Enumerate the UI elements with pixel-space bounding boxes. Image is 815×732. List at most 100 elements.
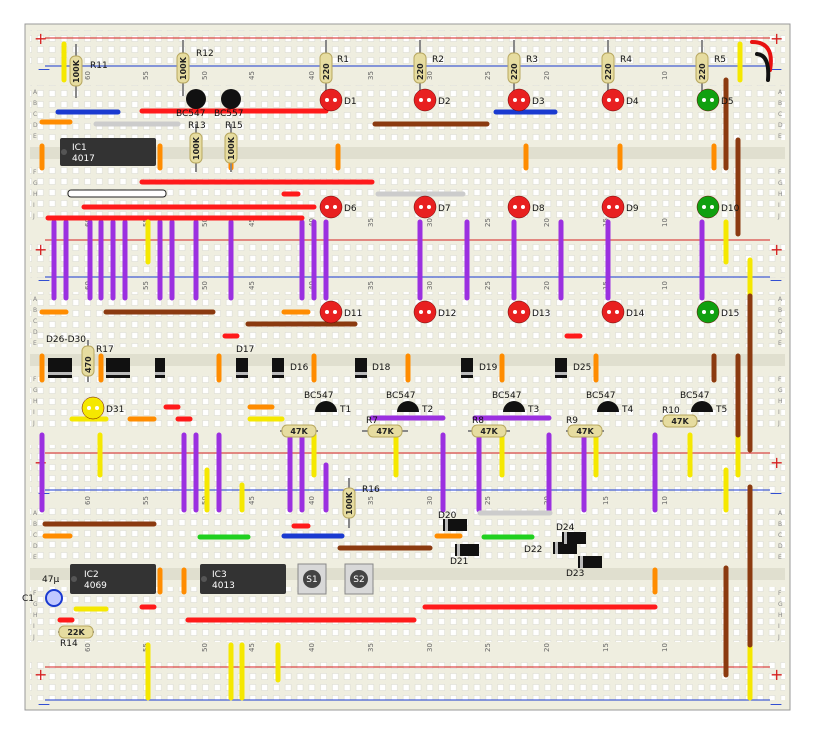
- transistor-name: T3: [527, 405, 539, 415]
- column-number: 25: [484, 496, 492, 505]
- switch-s2: S2: [344, 563, 374, 595]
- led-label: D12: [438, 309, 456, 319]
- resistor-value: 47K: [480, 427, 498, 436]
- transistor-name: T2: [421, 405, 433, 415]
- small-transistor-2-type: BC557: [214, 109, 243, 119]
- resistor-value: 220: [510, 63, 519, 80]
- ic-ic3: IC3 4013: [200, 564, 286, 594]
- row-letter: J: [32, 213, 35, 220]
- diode-label: D16: [290, 363, 309, 373]
- rail-symbols: + + + + + + + +: [34, 29, 783, 684]
- row-letter: F: [33, 169, 37, 176]
- diode-label: D24: [556, 523, 575, 533]
- column-number: 45: [248, 281, 256, 290]
- rail-minus-symbols: — — — — — — — —: [38, 62, 782, 711]
- resistor-value: 100K: [227, 136, 236, 160]
- resistor-value: 47K: [671, 417, 689, 426]
- diode-group-label: D26-D30: [46, 335, 86, 345]
- resistor-value: 470: [84, 356, 93, 373]
- column-number: 50: [201, 218, 209, 227]
- column-number: 50: [201, 71, 209, 80]
- transistor-name: T5: [715, 405, 727, 415]
- resistor-name: R10: [662, 406, 680, 416]
- led-label: D15: [721, 309, 739, 319]
- led-label: D31: [106, 405, 124, 415]
- row-letter: A: [33, 89, 38, 96]
- row-letter: D: [33, 543, 38, 550]
- resistor-name: R13: [188, 121, 206, 131]
- row-letter: F: [33, 376, 37, 383]
- row-letter: H: [778, 612, 783, 619]
- ic1-id: IC1: [72, 143, 87, 153]
- resistor-name: R16: [362, 485, 380, 495]
- row-letter: F: [778, 376, 782, 383]
- power-rails: [45, 37, 770, 701]
- row-letter: A: [778, 296, 783, 303]
- row-letter: G: [778, 387, 783, 394]
- row-letter: D: [33, 122, 38, 129]
- resistor-name: R17: [96, 345, 114, 355]
- led-label: D8: [532, 204, 545, 214]
- led-d6: D6: [319, 195, 357, 219]
- row-letter: E: [778, 340, 782, 347]
- column-number: 35: [367, 643, 375, 652]
- diode-label: D19: [479, 363, 498, 373]
- small-transistor-1-type: BC547: [176, 109, 205, 119]
- jumper-wires: [39, 40, 773, 701]
- resistor: 220 R4: [601, 40, 632, 96]
- row-letter: C: [33, 532, 37, 539]
- column-number: 60: [84, 643, 92, 652]
- column-number: 50: [201, 281, 209, 290]
- row-letter: C: [33, 111, 37, 118]
- transistor-name: T4: [621, 405, 633, 415]
- led-label: D2: [438, 97, 451, 107]
- row-letter: C: [778, 532, 782, 539]
- led-label: D9: [626, 204, 639, 214]
- column-number: 20: [543, 281, 551, 290]
- minus-symbol: —: [38, 697, 50, 711]
- resistor: 220 R3: [507, 40, 538, 96]
- diode-d17: D17: [236, 345, 254, 378]
- plus-symbol: +: [34, 29, 47, 48]
- column-number: 10: [661, 71, 669, 80]
- resistor-name: R3: [526, 55, 538, 65]
- column-number: 20: [543, 218, 551, 227]
- plus-symbol: +: [770, 665, 783, 684]
- row-letter: D: [778, 329, 783, 336]
- transistor-type: BC547: [492, 391, 521, 401]
- capacitor-value: 47µ: [42, 575, 59, 585]
- led-label: D4: [626, 97, 639, 107]
- row-letter: C: [778, 318, 782, 325]
- resistor-name: R4: [620, 55, 632, 65]
- row-letter: J: [777, 420, 780, 427]
- row-letter: H: [33, 398, 38, 405]
- column-number: 45: [248, 71, 256, 80]
- resistor-name: R14: [60, 639, 78, 649]
- column-number: 35: [367, 281, 375, 290]
- resistor-name: R2: [432, 55, 444, 65]
- row-letter: E: [33, 340, 37, 347]
- row-letter: A: [33, 510, 38, 517]
- resistor-value: 220: [322, 63, 331, 80]
- resistor-name: R8: [472, 416, 484, 426]
- minus-symbol: —: [38, 62, 50, 76]
- row-letter: G: [778, 601, 783, 608]
- column-number: 20: [543, 71, 551, 80]
- minus-symbol: —: [770, 62, 782, 76]
- resistor-name: R11: [90, 61, 108, 71]
- led-d5: D5: [696, 88, 734, 112]
- column-number: 60: [84, 71, 92, 80]
- resistor-value: 220: [604, 63, 613, 80]
- column-number: 55: [142, 281, 150, 290]
- column-number: 30: [426, 71, 434, 80]
